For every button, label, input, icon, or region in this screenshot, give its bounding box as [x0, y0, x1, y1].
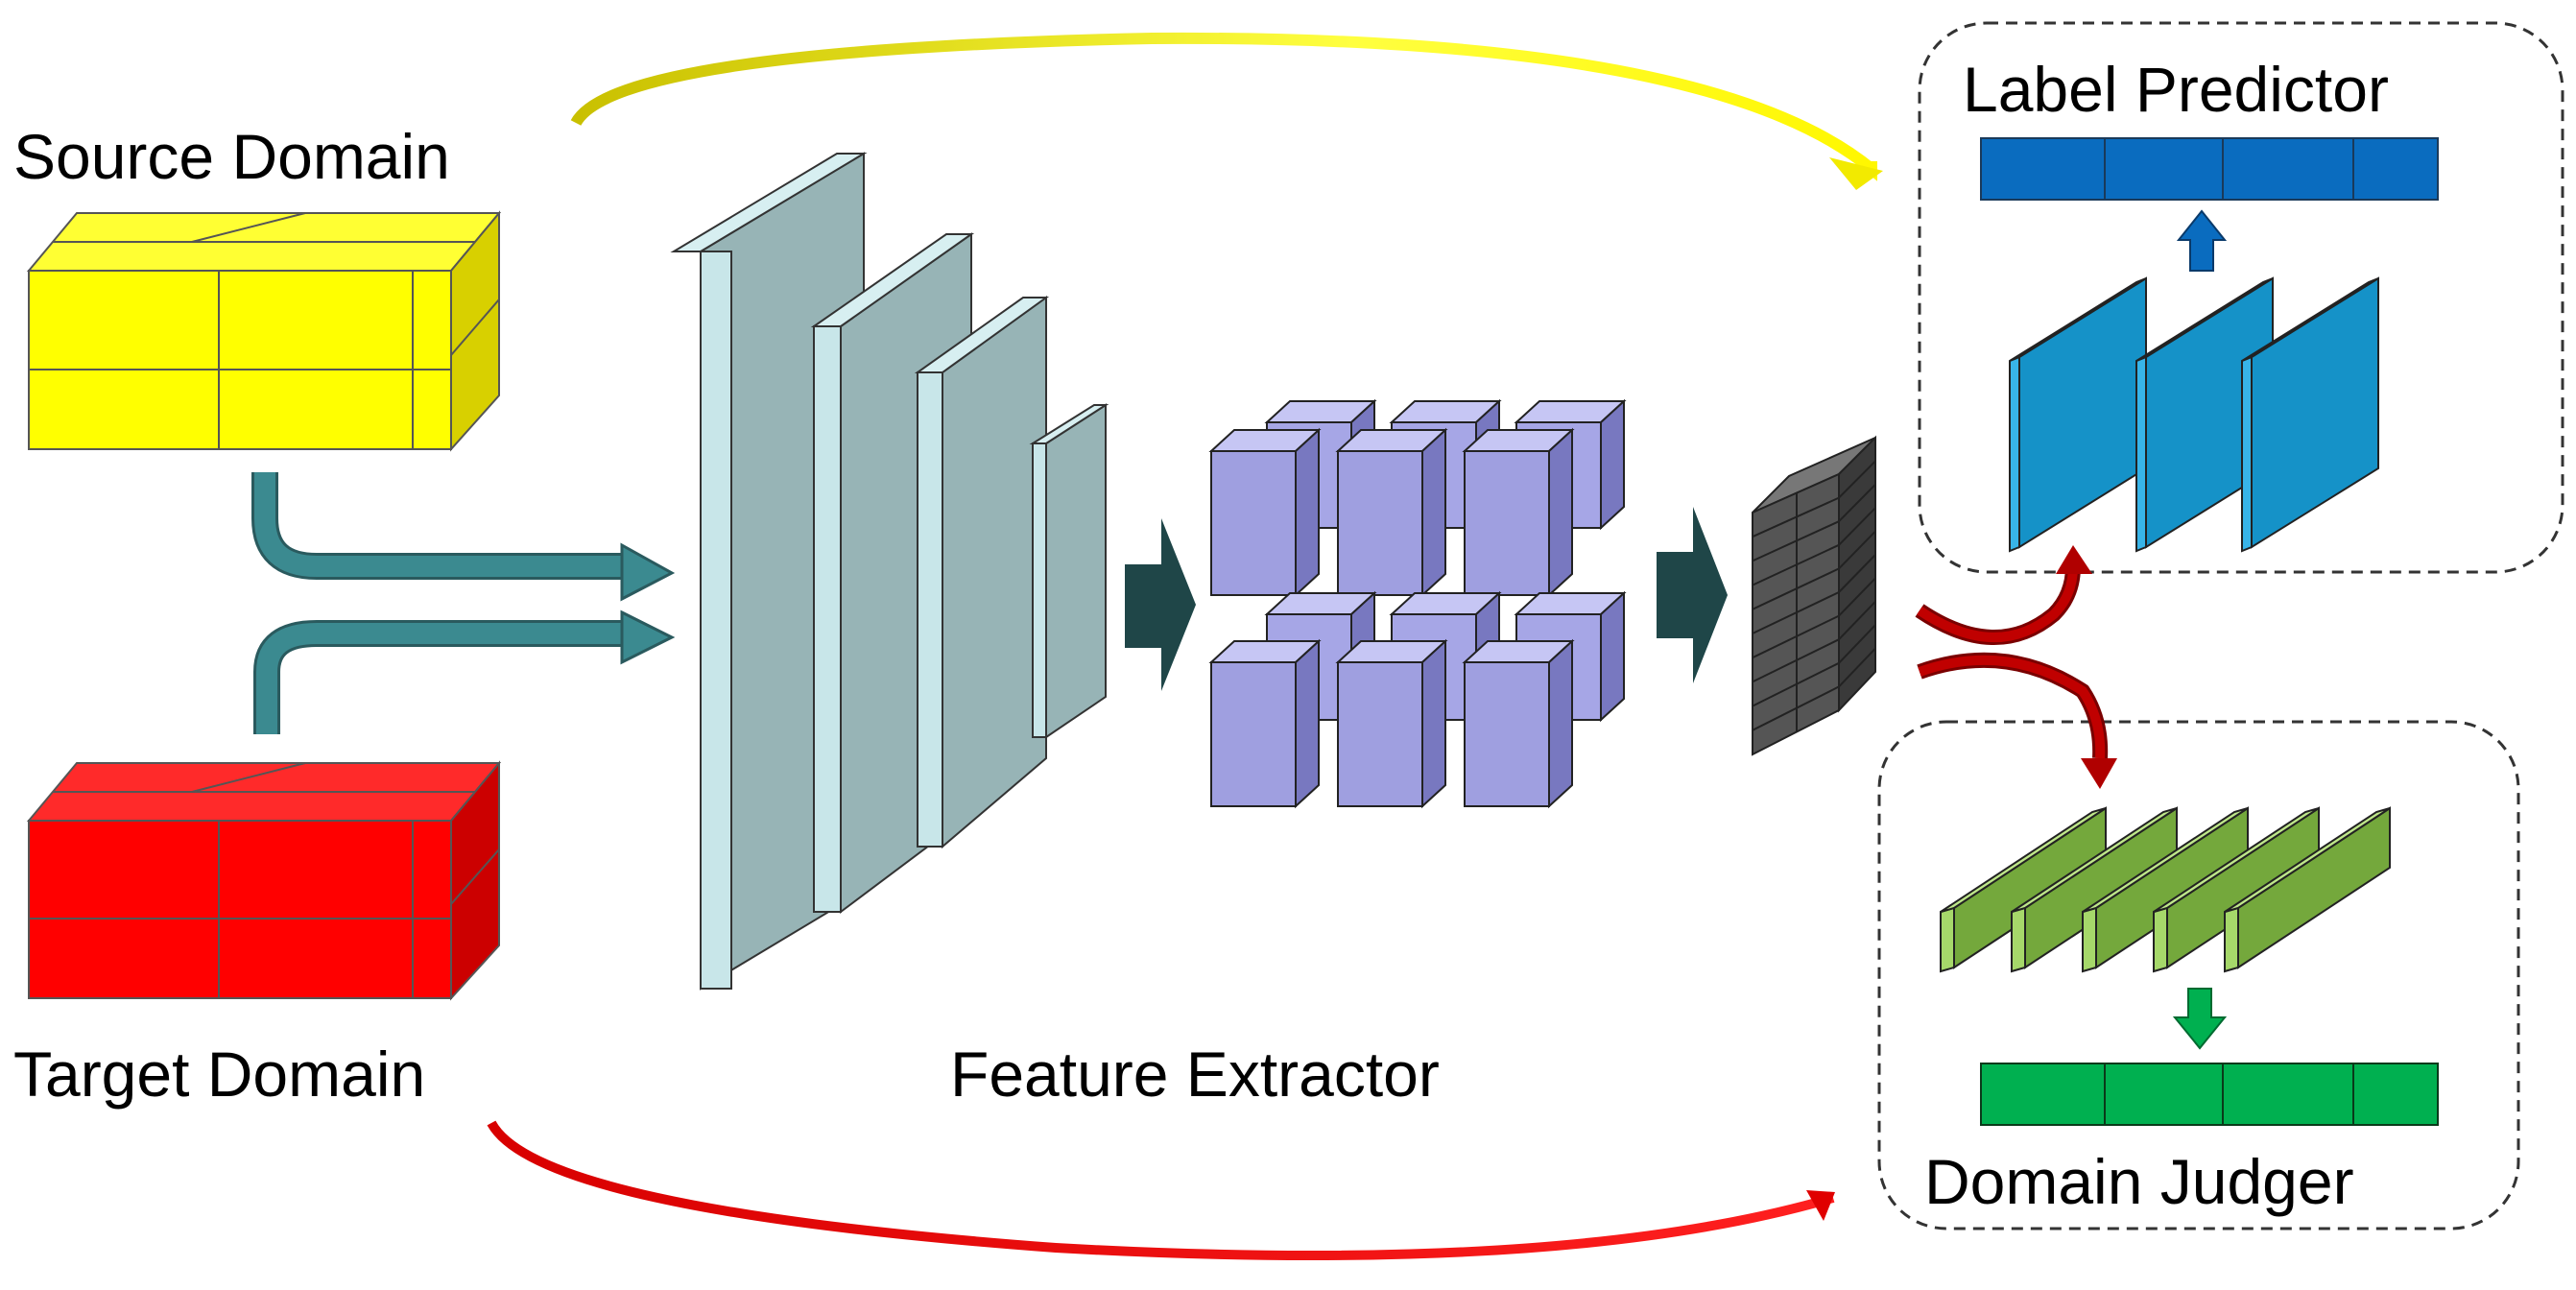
domain-judger-layer-4 [2153, 806, 2320, 973]
domain-judger-down-arrow [2172, 988, 2228, 1050]
split-arrow-to-domain-judger [1917, 652, 2117, 789]
source-to-label-predictor-arrow [570, 32, 1883, 190]
domain-judger-layers [1940, 806, 2391, 973]
target-to-domain-judger-arrow [487, 1120, 1835, 1261]
flatten-layer [1752, 435, 1876, 756]
label-predictor-title: Label Predictor [1963, 54, 2389, 125]
domain-judger-layer-5 [2224, 806, 2391, 973]
source-domain-box [26, 210, 502, 452]
stage-arrow-1 [1125, 518, 1196, 691]
conv-layer-4 [1029, 403, 1109, 739]
domain-output-vector [1980, 1063, 2439, 1126]
feature-extractor-label: Feature Extractor [950, 1039, 1440, 1110]
label-predictor-layer-3 [2241, 276, 2379, 553]
source-domain-label: Source Domain [13, 121, 450, 192]
feature-cube-front-bottom-2 [1335, 638, 1448, 809]
split-arrow-to-label-predictor [1915, 545, 2092, 645]
target-domain-label: Target Domain [13, 1039, 426, 1110]
feature-cube-front-bottom-3 [1462, 638, 1575, 809]
source-input-arrow [251, 472, 676, 602]
feature-map-cubes [1208, 398, 1627, 809]
domain-judger-layer-3 [2082, 806, 2249, 973]
target-input-arrow [253, 609, 676, 734]
feature-cube-front-top-2 [1335, 427, 1448, 598]
domain-judger-title: Domain Judger [1924, 1146, 2354, 1217]
label-output-vector [1980, 137, 2439, 201]
label-predictor-up-arrow [2176, 209, 2228, 272]
label-predictor-layer-1 [2009, 276, 2147, 553]
label-predictor-box [1918, 21, 2564, 574]
conv-layer-3 [914, 296, 1050, 849]
feature-cube-front-top-3 [1462, 427, 1575, 598]
stage-arrow-2 [1657, 507, 1728, 683]
feature-cube-front-top-1 [1208, 427, 1322, 598]
domain-judger-box [1877, 720, 2520, 1230]
feature-cube-front-bottom-1 [1208, 638, 1322, 809]
label-predictor-layers [2009, 276, 2379, 553]
target-domain-box [26, 760, 502, 1001]
